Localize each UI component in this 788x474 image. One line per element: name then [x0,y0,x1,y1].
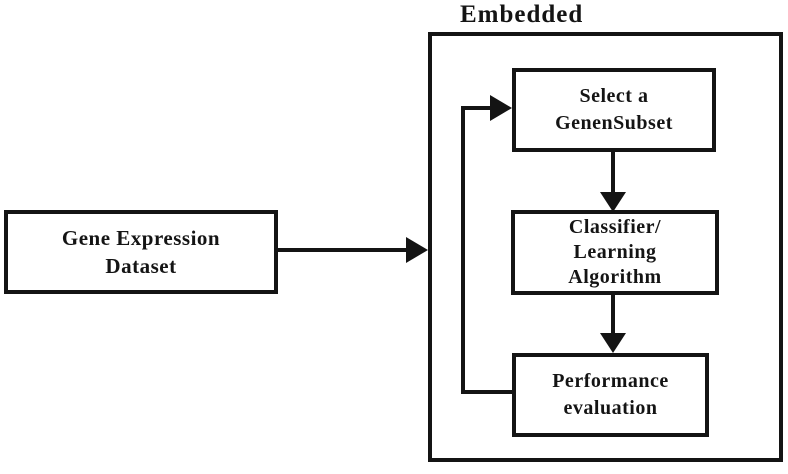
arrow-right-icon [406,237,428,263]
node-label-line: Learning [573,241,657,263]
arrow-classifier-to-performance-line [611,295,615,335]
gene-expression-dataset-node: Gene Expression Dataset [4,210,278,294]
classifier-learning-algorithm-node: Classifier/ Learning Algorithm [511,210,719,295]
feedback-loop-bottom-segment [461,390,512,394]
node-label-line: Performance [552,370,669,392]
feedback-loop-vertical-segment [461,106,465,394]
embedded-group-box [428,32,783,462]
node-label-line: Dataset [105,254,177,278]
performance-evaluation-node: Performance evaluation [512,353,709,437]
arrow-down-icon [600,192,626,212]
select-gene-subset-node: Select a GenenSubset [512,68,716,152]
node-label-line: evaluation [563,397,658,419]
arrow-down-icon [600,333,626,353]
node-label-line: Gene Expression [61,226,221,250]
arrow-select-to-classifier-line [611,152,615,194]
arrow-right-icon [490,95,512,121]
feedback-loop-top-segment [461,106,492,110]
embedded-group-title: Embedded [460,1,584,28]
node-label-line: Select a [579,85,649,107]
arrow-dataset-to-embedded-line [277,248,407,252]
node-label-line: Algorithm [568,266,662,288]
node-label-line: Classifier/ [568,216,662,238]
node-label-line: GenenSubset [555,112,673,134]
